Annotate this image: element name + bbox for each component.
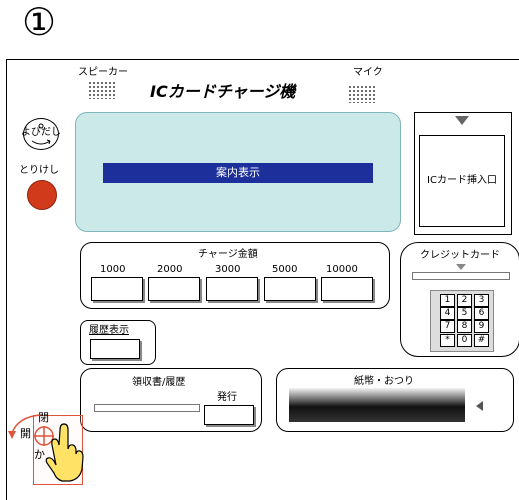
charge-amount-panel (80, 242, 390, 309)
door-close-label: 閉 (38, 411, 49, 424)
receipt-slot (94, 404, 200, 412)
history-panel (80, 320, 156, 365)
history-button[interactable] (90, 339, 140, 359)
keypad-key[interactable]: 0 (457, 334, 472, 347)
card-slot-frame (414, 112, 512, 235)
mic-label: マイク (353, 67, 383, 78)
keypad-key[interactable]: 9 (474, 320, 489, 333)
step-number: ① (22, 0, 57, 44)
credit-card-panel (400, 242, 519, 357)
arrow-down-icon (455, 116, 469, 125)
arrow-left-icon (476, 401, 483, 411)
amount-button-1000[interactable] (91, 277, 143, 301)
cash-label: 紙幣・おつり (354, 376, 414, 387)
call-button[interactable] (23, 118, 59, 150)
amount-button-5000[interactable] (264, 277, 316, 301)
cancel-button[interactable] (27, 180, 57, 210)
credit-card-slot[interactable] (412, 272, 510, 280)
keypad-key[interactable]: 2 (457, 294, 472, 307)
amount-label-2000: 2000 (157, 264, 183, 275)
issue-button[interactable] (204, 405, 254, 425)
keypad-key[interactable]: # (474, 334, 489, 347)
history-button-label: 履歴表示 (89, 325, 129, 336)
amount-label-10000: 10000 (326, 264, 358, 275)
issue-button-label: 発行 (217, 392, 237, 403)
info-display: 案内表示 (103, 163, 373, 183)
amount-button-3000[interactable] (206, 277, 258, 301)
call-button-label: よびだし (21, 127, 61, 138)
cancel-button-label: とりけし (19, 165, 59, 176)
amount-label-5000: 5000 (272, 264, 298, 275)
cash-panel (276, 368, 514, 432)
keypad-key[interactable]: * (440, 334, 455, 347)
door-ka-label: か (34, 448, 45, 461)
keypad-key[interactable]: 6 (474, 307, 489, 320)
keypad-key[interactable]: 8 (457, 320, 472, 333)
keypad-key[interactable]: 7 (440, 320, 455, 333)
amount-label-3000: 3000 (215, 264, 241, 275)
charge-amount-label: チャージ金額 (198, 249, 258, 260)
credit-card-label: クレジットカード (420, 250, 500, 261)
keypad-key[interactable]: 3 (474, 294, 489, 307)
keypad-key[interactable]: 4 (440, 307, 455, 320)
machine-panel (6, 59, 519, 500)
speaker-grille-icon (88, 81, 116, 99)
card-slot[interactable]: ICカード挿入口 (419, 135, 505, 227)
hand-pointer-icon (8, 414, 84, 482)
mic-grille-icon (348, 85, 376, 103)
receipt-panel (80, 368, 262, 432)
amount-button-10000[interactable] (321, 277, 373, 301)
keypad-key[interactable]: 1 (440, 294, 455, 307)
speaker-label: スピーカー (78, 67, 128, 78)
receipt-label: 領収書/履歴 (132, 377, 186, 388)
door-open-label: 開 (20, 427, 31, 440)
call-arrows-icon (31, 123, 51, 145)
cash-slot[interactable] (289, 388, 465, 422)
amount-label-1000: 1000 (100, 264, 126, 275)
arrow-down-icon (456, 264, 466, 270)
amount-button-2000[interactable] (148, 277, 200, 301)
keypad-key[interactable]: 5 (457, 307, 472, 320)
machine-title: ICカードチャージ機 (150, 82, 296, 101)
